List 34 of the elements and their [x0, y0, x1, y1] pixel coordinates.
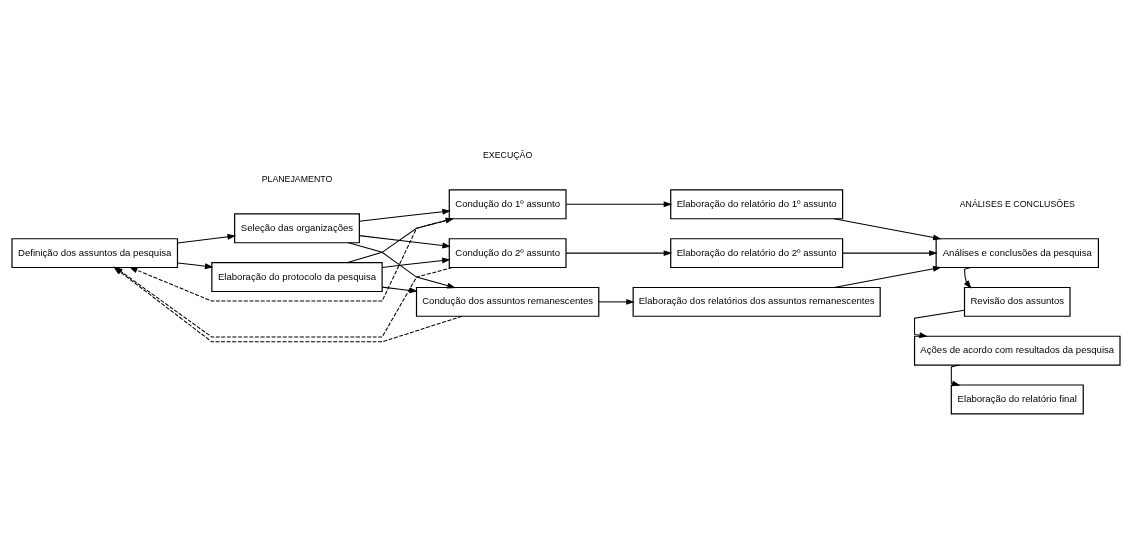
arrow [348, 242, 456, 289]
arrow [346, 217, 454, 264]
node-box: Elaboração do relatório do 1º assunto [670, 189, 844, 220]
arrow [950, 364, 961, 387]
arrow [177, 262, 214, 270]
arrow [842, 250, 938, 257]
arrow [381, 286, 418, 294]
arrow [358, 235, 451, 249]
node-box: Condução do 1º assunto [448, 189, 567, 220]
arrow [833, 218, 942, 241]
arrow [177, 233, 236, 244]
node-box: Elaboração do protocolo da pesquisa [211, 262, 383, 293]
arrow [358, 208, 451, 222]
node-box: Elaboração do relatório do 2º assunto [670, 238, 844, 269]
node-box: Análises e conclusões da pesquisa [935, 238, 1099, 269]
node-box: Condução dos assuntos remanescentes [415, 286, 600, 317]
arrow [833, 265, 942, 288]
arrow [381, 257, 451, 268]
arrow [914, 309, 965, 339]
node-box: Elaboração do relatório final [950, 384, 1084, 415]
arrow [565, 250, 673, 257]
label: PLANEJAMENTO [261, 173, 333, 184]
label: ANÁLISES E CONCLUSÕES [959, 198, 1075, 209]
arrow [963, 267, 972, 289]
node-box: Seleção das organizações [234, 213, 360, 244]
node-box: Ações de acordo com resultados da pesquisa [913, 335, 1121, 366]
label: EXECUÇÃO [482, 149, 533, 160]
node-box: Elaboração dos relatórios dos assuntos remanescentes [632, 286, 881, 317]
arrow [598, 298, 635, 305]
node-box: Condução do 2º assunto [448, 238, 567, 269]
arrow [128, 218, 453, 302]
node-box: Revisão dos assuntos [963, 286, 1071, 317]
node-box: Definição dos assuntos da pesquisa [11, 238, 179, 269]
arrow [565, 201, 673, 208]
